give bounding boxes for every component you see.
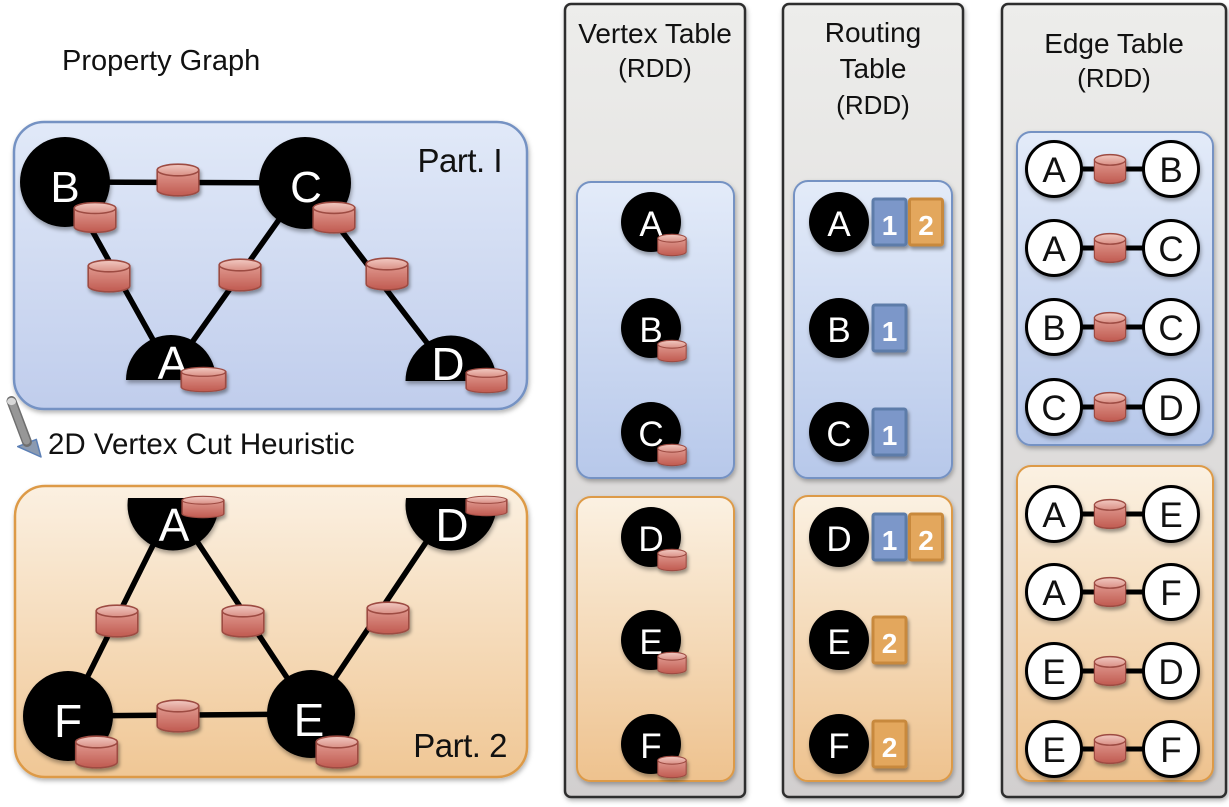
svg-text:2: 2	[918, 525, 934, 556]
svg-text:C: C	[1041, 389, 1066, 428]
svg-text:A: A	[827, 205, 851, 244]
svg-text:B: B	[50, 163, 79, 212]
svg-text:A: A	[1042, 230, 1066, 269]
svg-text:E: E	[294, 694, 325, 746]
svg-text:2: 2	[882, 732, 898, 763]
svg-text:A: A	[1042, 496, 1066, 535]
svg-text:B: B	[827, 311, 850, 350]
svg-text:E: E	[639, 623, 662, 662]
svg-text:C: C	[826, 415, 851, 454]
svg-text:2: 2	[918, 210, 934, 241]
svg-text:Vertex Table: Vertex Table	[578, 18, 732, 49]
svg-text:1: 1	[882, 420, 898, 451]
svg-text:D: D	[826, 520, 851, 559]
svg-text:1: 1	[882, 316, 898, 347]
svg-text:C: C	[290, 163, 322, 212]
svg-text:Routing: Routing	[825, 17, 922, 48]
svg-text:A: A	[1042, 574, 1066, 613]
svg-text:Property Graph: Property Graph	[62, 45, 260, 77]
svg-text:Part. I: Part. I	[417, 142, 502, 179]
svg-text:(RDD): (RDD)	[1077, 63, 1151, 93]
svg-text:D: D	[431, 338, 464, 390]
svg-text:F: F	[828, 727, 849, 766]
svg-text:F: F	[1160, 574, 1181, 613]
svg-text:D: D	[435, 499, 468, 551]
svg-text:1: 1	[882, 210, 898, 241]
svg-text:F: F	[54, 695, 82, 747]
svg-text:E: E	[1042, 731, 1065, 770]
svg-text:A: A	[1042, 151, 1066, 190]
svg-text:B: B	[639, 311, 662, 350]
svg-text:B: B	[1042, 309, 1065, 348]
svg-text:E: E	[1159, 496, 1182, 535]
svg-text:C: C	[1158, 230, 1183, 269]
svg-text:2: 2	[882, 628, 898, 659]
svg-text:Edge Table: Edge Table	[1044, 28, 1184, 59]
svg-text:(RDD): (RDD)	[836, 90, 910, 120]
svg-text:D: D	[1158, 653, 1183, 692]
svg-text:(RDD): (RDD)	[618, 53, 692, 83]
svg-text:E: E	[827, 623, 850, 662]
svg-text:F: F	[1160, 731, 1181, 770]
svg-text:Part. 2: Part. 2	[413, 727, 507, 764]
svg-text:C: C	[1158, 309, 1183, 348]
svg-text:1: 1	[882, 525, 898, 556]
svg-text:F: F	[640, 727, 661, 766]
svg-text:E: E	[1042, 653, 1065, 692]
svg-text:2D Vertex Cut Heuristic: 2D Vertex Cut Heuristic	[48, 428, 355, 461]
svg-text:Table: Table	[840, 53, 907, 84]
svg-text:B: B	[1159, 151, 1182, 190]
svg-text:D: D	[1158, 389, 1183, 428]
